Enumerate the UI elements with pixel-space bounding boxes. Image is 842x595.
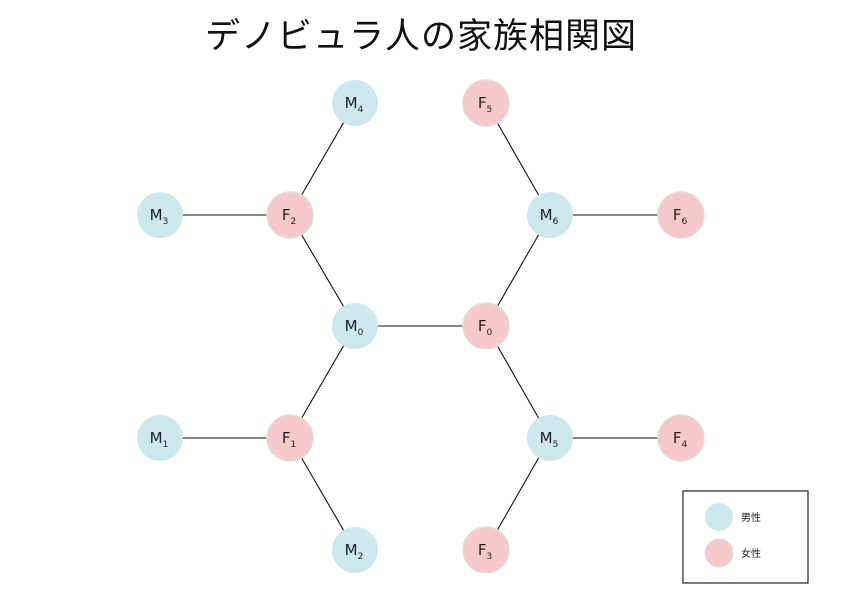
node-label: F0 [478,317,493,338]
male-node-circle [332,527,378,573]
node-label: F5 [478,94,492,115]
node-label: M5 [540,429,559,450]
node-subscript: 4 [358,105,364,115]
node-subscript: 1 [290,440,296,450]
node-F6: F6 [657,191,705,239]
female-node-circle [657,191,705,239]
node-subscript: 4 [681,440,687,450]
node-F1: F1 [266,414,314,462]
node-F5: F5 [462,79,510,127]
node-subscript: 6 [681,217,687,227]
node-letter: M [345,317,358,335]
node-letter: F [478,94,487,112]
node-M0: M0 [332,303,378,349]
edges [160,102,681,551]
female-node-circle [462,79,510,127]
female-node-circle [266,414,314,462]
node-M5: M5 [527,415,573,461]
node-letter: M [540,206,553,224]
male-node-circle [137,415,183,461]
node-F3: F3 [462,526,510,574]
node-letter: M [150,429,163,447]
node-M6: M6 [527,192,573,238]
node-label: M2 [345,541,364,562]
female-node-circle [462,526,510,574]
node-subscript: 0 [358,328,364,338]
male-node-circle [527,415,573,461]
node-subscript: 0 [486,328,492,338]
male-node-circle [332,80,378,126]
node-letter: M [540,429,553,447]
node-letter: F [673,206,682,224]
node-label: M3 [150,206,169,227]
node-letter: M [150,206,163,224]
male-node-circle [332,303,378,349]
legend-box [682,490,809,584]
node-subscript: 6 [553,217,559,227]
node-label: F1 [282,429,296,450]
node-subscript: 3 [163,217,169,227]
node-label: M6 [540,206,559,227]
node-label: F4 [673,429,688,450]
node-subscript: 5 [486,105,492,115]
node-label: M4 [345,94,364,115]
legend: 男性 女性 [682,490,809,584]
male-node-circle [527,192,573,238]
legend-female-label: 女性 [741,547,761,560]
node-letter: F [478,317,487,335]
node-label: F2 [282,206,296,227]
node-M1: M1 [137,415,183,461]
node-subscript: 1 [163,440,169,450]
node-subscript: 2 [290,217,296,227]
female-node-circle [266,191,314,239]
node-F0: F0 [462,302,510,350]
node-subscript: 2 [358,552,364,562]
node-letter: F [282,206,291,224]
node-letter: F [673,429,682,447]
node-letter: M [345,541,358,559]
node-subscript: 5 [553,440,559,450]
node-label: M1 [150,429,169,450]
legend-male-swatch [705,503,733,531]
node-label: F6 [673,206,688,227]
female-node-circle [657,414,705,462]
node-M2: M2 [332,527,378,573]
node-label: M0 [345,317,364,338]
female-node-circle [462,302,510,350]
node-F2: F2 [266,191,314,239]
diagram-title: デノビュラ人の家族相関図 [204,17,637,57]
legend-male-label: 男性 [741,511,761,524]
legend-female-swatch [704,538,734,568]
node-subscript: 3 [486,552,492,562]
node-label: F3 [478,541,492,562]
male-node-circle [137,192,183,238]
node-letter: F [478,541,487,559]
node-M4: M4 [332,80,378,126]
node-letter: F [282,429,291,447]
node-F4: F4 [657,414,705,462]
node-M3: M3 [137,192,183,238]
node-letter: M [345,94,358,112]
